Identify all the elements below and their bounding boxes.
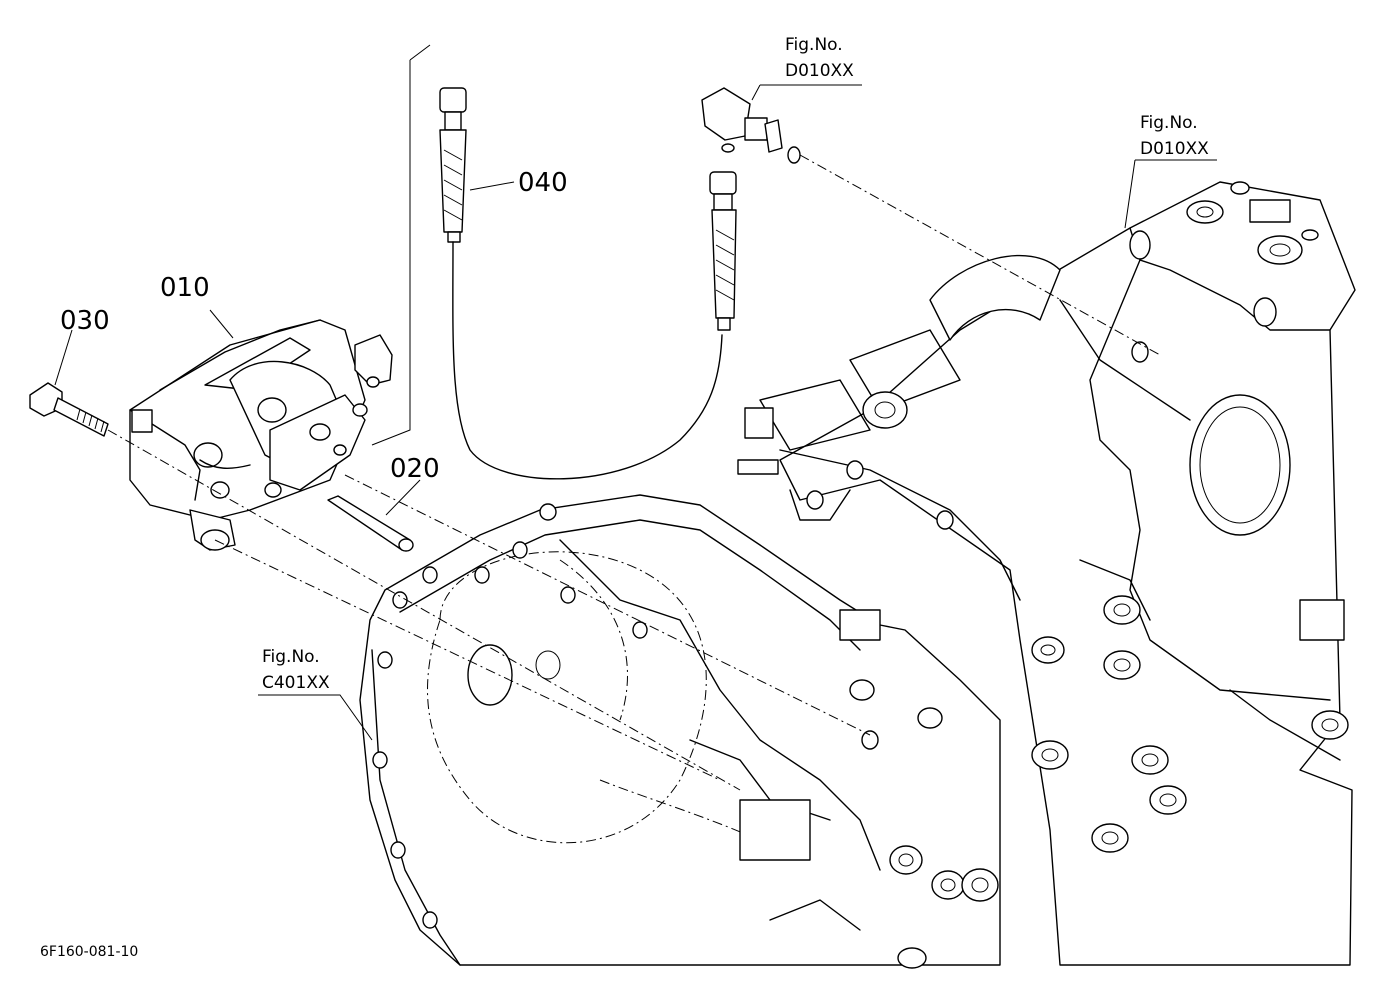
part-label-010: 010	[160, 273, 210, 303]
fig-ref-2-code: D010XX	[1140, 139, 1209, 159]
fig-ref-3-title: Fig.No.	[262, 647, 320, 667]
part-010-valve-assembly	[129, 319, 393, 551]
part-020-pin	[327, 495, 414, 552]
part-label-020: 020	[390, 454, 440, 484]
part-030-bolt	[29, 382, 109, 437]
fig-ref-1-title: Fig.No.	[785, 35, 843, 55]
transmission-housing	[737, 181, 1356, 966]
part-labels: 040 010 030 020	[60, 168, 568, 484]
leader-lines	[54, 44, 1217, 791]
part-label-040: 040	[518, 168, 568, 198]
fig-ref-3-code: C401XX	[262, 673, 330, 693]
fig-ref-2-title: Fig.No.	[1140, 113, 1198, 133]
drawing-code: 6F160-081-10	[40, 944, 138, 960]
front-housing	[359, 494, 1001, 969]
fig-ref-1-code: D010XX	[785, 61, 854, 81]
figure-references: Fig.No. D010XX Fig.No. D010XX Fig.No. C4…	[262, 35, 1209, 693]
part-label-030: 030	[60, 306, 110, 336]
part-040-hose	[439, 87, 801, 480]
